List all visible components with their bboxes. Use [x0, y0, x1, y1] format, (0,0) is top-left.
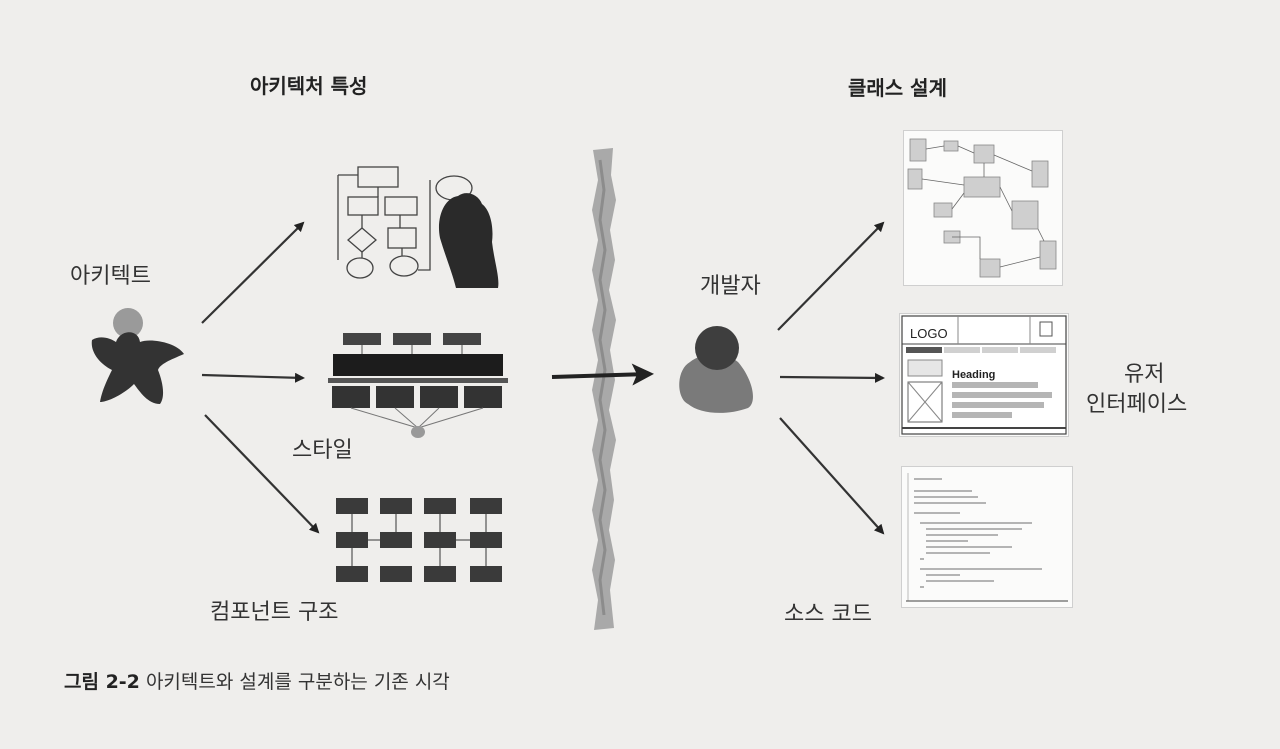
- ui-logo-text: LOGO: [910, 326, 948, 341]
- ui-wireframe-sketch: LOGO Heading: [901, 315, 1067, 435]
- arrow-to-components: [204, 414, 320, 534]
- source-code-label: 소스 코드: [784, 602, 872, 627]
- arrow-to-style: [201, 372, 305, 383]
- architect-label: 아키텍트: [70, 264, 151, 289]
- flowchart-illustration: [337, 166, 473, 279]
- caption-figure-number: 그림 2-2: [64, 671, 140, 693]
- interface-label: 인터페이스: [1086, 392, 1188, 417]
- class-diagram-thumbnail: [903, 130, 1063, 286]
- wall-divider: [592, 148, 616, 630]
- component-structure-label: 컴포넌트 구조: [210, 600, 339, 625]
- developer-label: 개발자: [700, 274, 761, 299]
- source-code-sketch: [906, 473, 1068, 602]
- class-diagram-sketch: [907, 138, 1057, 278]
- source-code-thumbnail: [901, 466, 1073, 608]
- class-design-heading: 클래스 설계: [848, 76, 947, 100]
- layered-style-illustration: [328, 333, 508, 438]
- architecture-characteristics-heading: 아키텍처 특성: [250, 74, 368, 98]
- developer-figure: [679, 326, 753, 413]
- figure-caption: 그림 2-2 아키텍트와 설계를 구분하는 기존 시각: [64, 667, 450, 694]
- caption-text: 아키텍트와 설계를 구분하는 기존 시각: [139, 671, 450, 693]
- arrow-to-class-diagram: [777, 221, 885, 331]
- user-label: 유저: [1124, 362, 1165, 387]
- handoff-arrow: [551, 363, 654, 386]
- hand-drawing-icon: [438, 193, 499, 288]
- architect-figure: [91, 308, 184, 404]
- user-interface-thumbnail: LOGO Heading: [899, 313, 1069, 437]
- component-structure-illustration: [336, 498, 502, 582]
- arrow-to-user-interface: [779, 372, 885, 383]
- arrow-to-source-code: [779, 417, 885, 535]
- ui-heading-text: Heading: [952, 369, 995, 381]
- arrow-to-characteristics: [201, 221, 305, 324]
- style-label: 스타일: [292, 438, 353, 463]
